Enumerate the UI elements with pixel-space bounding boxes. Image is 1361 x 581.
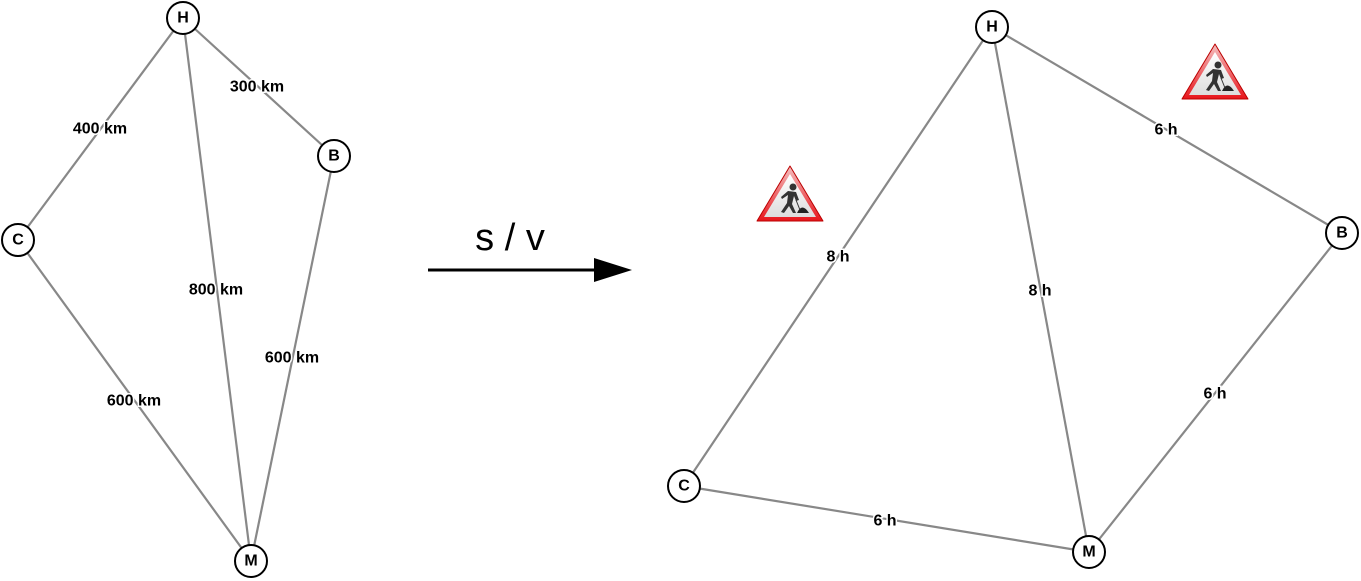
- edge-h-b: [991, 26, 1343, 234]
- svg-text:B: B: [1336, 225, 1348, 242]
- edge-label: 600 km: [265, 350, 319, 367]
- node-m: M: [234, 544, 268, 578]
- edge-label: 800 km: [189, 282, 243, 299]
- edge-h-b: [182, 17, 335, 157]
- edge-b-m: [1088, 232, 1343, 553]
- edge-c-m: [683, 484, 1090, 554]
- svg-text:C: C: [678, 478, 690, 495]
- left-graph: 400 km 300 km 800 km 600 km 600 km H B C…: [1, 1, 351, 578]
- edge-h-m: [181, 17, 253, 562]
- operator-label: s / v: [475, 217, 545, 259]
- edge-c-h: [683, 26, 993, 487]
- node-b: B: [317, 139, 351, 173]
- node-c: C: [667, 469, 701, 503]
- edge-label: 6 h: [873, 513, 896, 530]
- svg-text:M: M: [1082, 544, 1095, 561]
- edge-c-m: [17, 239, 252, 562]
- node-h: H: [166, 1, 200, 35]
- edge-label: 6 h: [1203, 386, 1226, 403]
- svg-text:H: H: [986, 19, 998, 36]
- node-h: H: [975, 10, 1009, 44]
- edge-label: 8 h: [826, 249, 849, 266]
- roadworks-sign-icon: [756, 165, 824, 222]
- edge-h-m: [990, 26, 1091, 553]
- edge-label: 8 h: [1028, 283, 1051, 300]
- node-b: B: [1325, 216, 1359, 250]
- edge-h-c: [17, 17, 184, 241]
- edge-label: 600 km: [107, 393, 161, 410]
- edge-label: 400 km: [73, 121, 127, 138]
- svg-text:H: H: [177, 10, 189, 27]
- svg-text:B: B: [328, 148, 340, 165]
- edge-label: 300 km: [230, 79, 284, 96]
- node-c: C: [1, 223, 35, 257]
- right-graph: 8 h 8 h 6 h 6 h 6 h H B C M: [667, 10, 1359, 569]
- transform-arrow: s / v: [428, 217, 632, 282]
- node-m: M: [1072, 535, 1106, 569]
- roadworks-sign-icon: [1181, 43, 1249, 100]
- svg-text:C: C: [12, 232, 24, 249]
- svg-text:M: M: [244, 553, 257, 570]
- edge-b-m: [249, 155, 336, 562]
- edge-label: 6 h: [1154, 122, 1177, 139]
